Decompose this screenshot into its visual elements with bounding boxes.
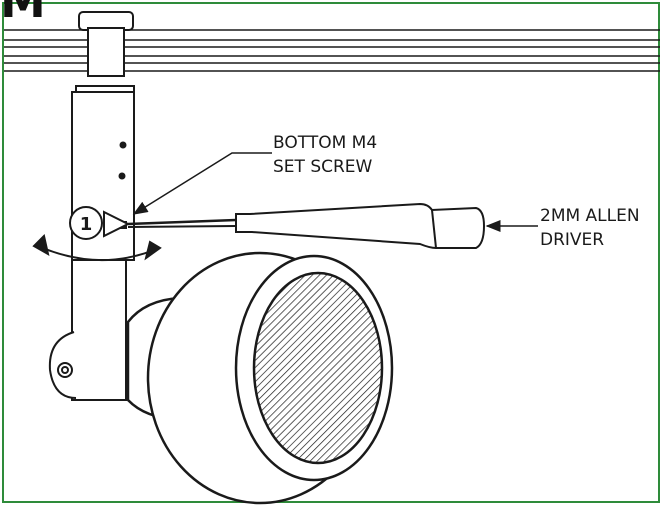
- rotation-arrow-icon: [32, 234, 162, 261]
- callout-arrow-icon: [132, 152, 538, 232]
- callout-set-screw: BOTTOM M4 SET SCREW: [273, 133, 377, 177]
- step-frame: [2, 2, 660, 503]
- step-number: 1: [80, 214, 93, 235]
- callout-driver: 2MM ALLEN DRIVER: [540, 206, 640, 250]
- callout-set-screw-line-2: SET SCREW: [273, 157, 373, 177]
- callout-set-screw-line-1: BOTTOM M4: [273, 133, 377, 153]
- step-letter: M: [0, 0, 46, 28]
- allen-driver: [127, 202, 486, 249]
- hinge-knuckle: [48, 331, 77, 399]
- lamp-head: [126, 251, 394, 505]
- callout-driver-line-2: DRIVER: [540, 230, 604, 250]
- callout-driver-line-1: 2MM ALLEN: [540, 206, 640, 226]
- step-number-icon: 1: [69, 206, 131, 240]
- fixture-stem: [71, 11, 135, 401]
